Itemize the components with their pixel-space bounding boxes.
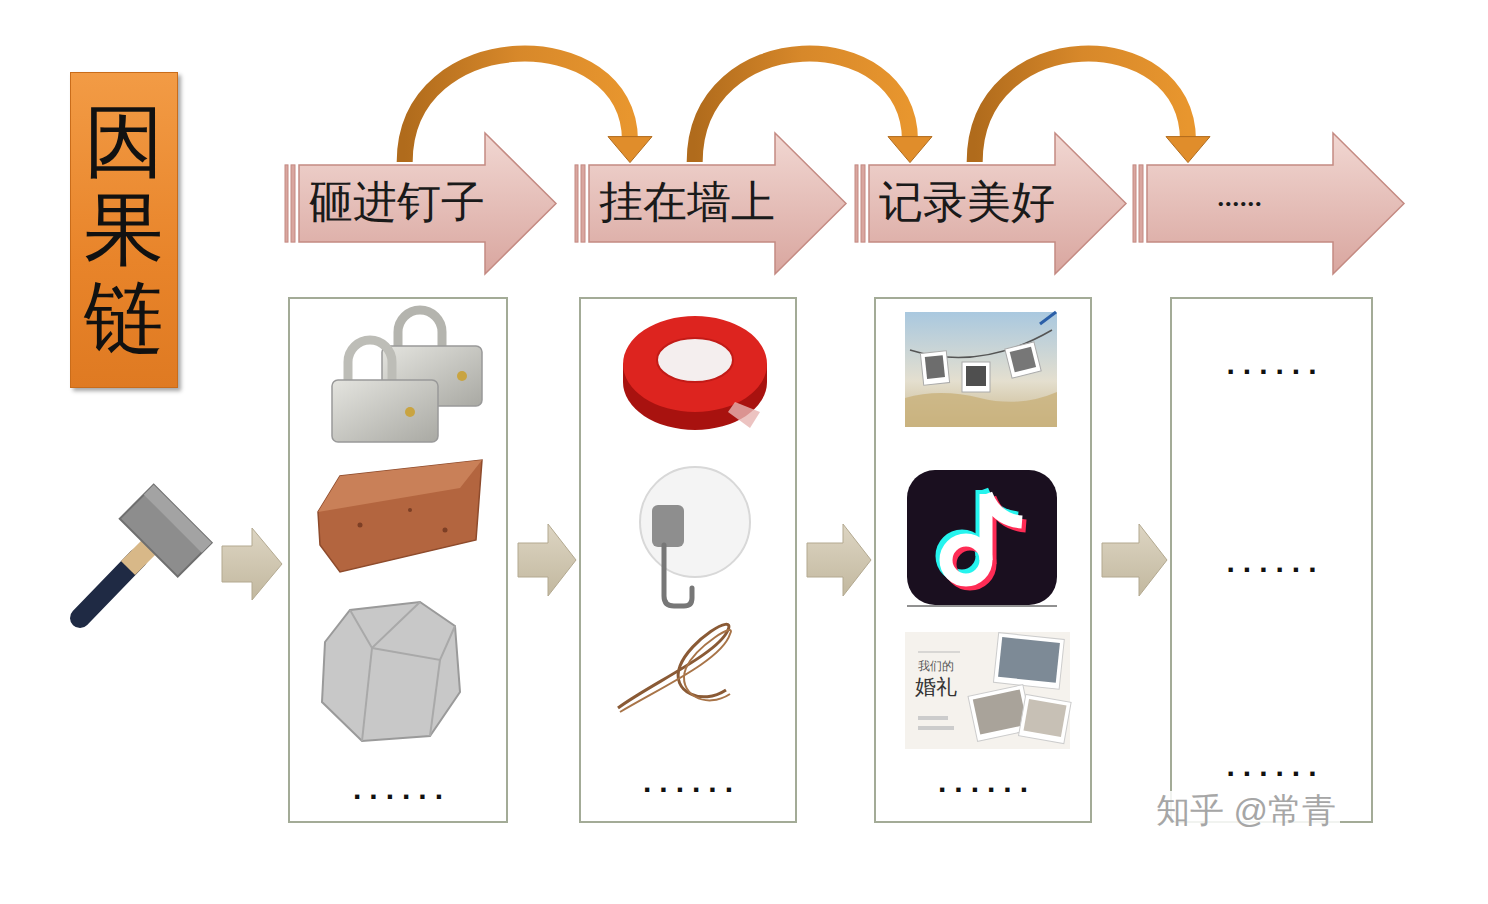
block-arrow xyxy=(222,528,282,600)
brick-picture xyxy=(318,460,482,572)
curved-arrow xyxy=(975,54,1210,163)
stage-box: ...... xyxy=(288,297,508,823)
tape-picture xyxy=(623,316,767,430)
picture-caption: 婚礼 xyxy=(915,675,957,699)
block-arrow xyxy=(518,524,576,596)
stage-box: .................. xyxy=(1170,297,1373,823)
band-label: ...... xyxy=(1218,184,1263,223)
arrow-band: 挂在墙上 xyxy=(575,132,847,275)
curved-arrow xyxy=(695,54,932,163)
title-text: 因果链 xyxy=(84,98,164,362)
arrow-band: ...... xyxy=(1133,132,1405,275)
band-label: 砸进钉子 xyxy=(309,179,485,227)
block-arrow xyxy=(807,524,871,596)
ellipsis-text: ...... xyxy=(581,765,795,798)
padlock-picture xyxy=(332,310,482,442)
ellipsis-text: ...... xyxy=(876,765,1090,798)
arrow-band: 砸进钉子 xyxy=(285,132,557,275)
rope-picture xyxy=(618,624,731,712)
band-label: 挂在墙上 xyxy=(599,179,775,227)
photo-line-picture xyxy=(905,312,1057,427)
ellipsis-text: ...... xyxy=(1172,347,1371,380)
ellipsis-text: ...... xyxy=(290,772,506,805)
block-arrow xyxy=(1102,524,1167,596)
ellipsis-text: ...... xyxy=(1172,749,1371,782)
hook-picture xyxy=(640,467,750,606)
curved-arrow xyxy=(405,54,652,163)
title-band: 因果链 xyxy=(70,72,178,388)
arrow-band: 记录美好 xyxy=(855,132,1127,275)
ellipsis-text: ...... xyxy=(1172,545,1371,578)
stage-box: ...... xyxy=(874,297,1092,823)
wedding-picture xyxy=(905,632,1071,749)
hammer-icon xyxy=(80,485,212,618)
tiktok-logo xyxy=(907,470,1057,606)
band-label: 记录美好 xyxy=(879,179,1055,227)
picture-caption: 我们的 xyxy=(918,660,954,674)
arrow-band-shape xyxy=(1133,132,1405,275)
stage-box: ...... xyxy=(579,297,797,823)
watermark: 知乎 @常青 xyxy=(1152,791,1340,830)
rock-picture xyxy=(322,602,460,741)
